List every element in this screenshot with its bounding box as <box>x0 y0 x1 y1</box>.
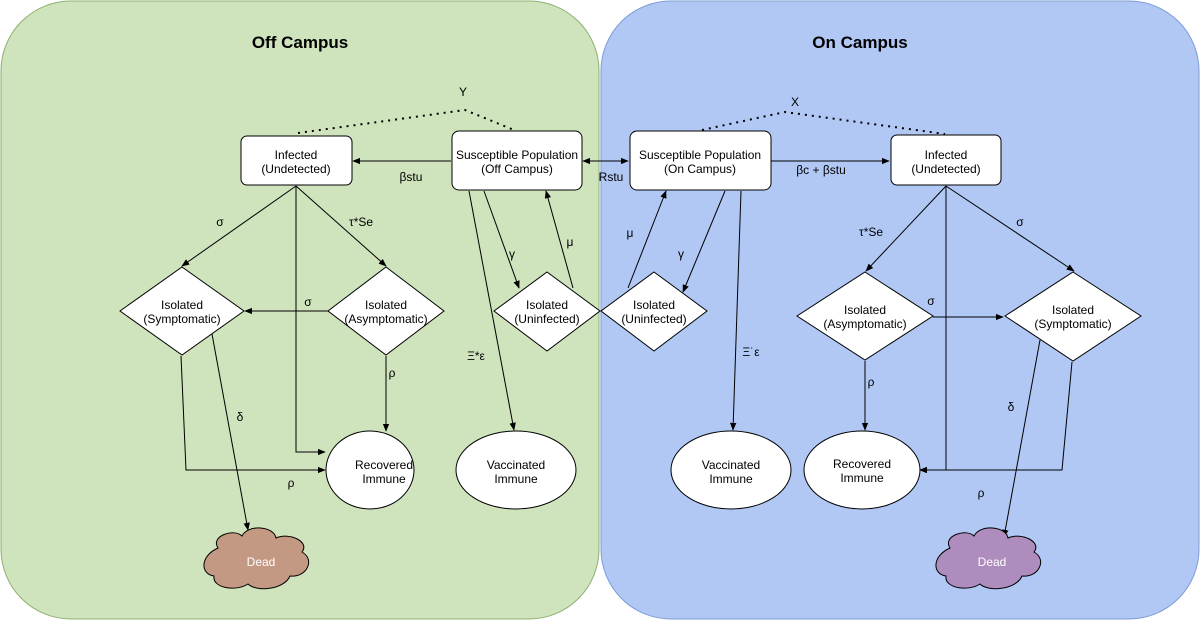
on-infected-to-symptomatic-edge <box>945 185 1075 272</box>
on-isolated-symptomatic-node <box>1004 271 1142 362</box>
off-mu-label: μ <box>567 235 574 249</box>
on-vaccinated-line2: Immune <box>709 472 753 486</box>
on-vaccinated-node <box>670 430 792 510</box>
on-tau-se-label: τ*Se <box>859 225 883 239</box>
off-isolated-asymptomatic-line1: Isolated <box>365 298 407 312</box>
on-sigma-right-label: σ <box>1016 215 1024 229</box>
off-isolated-uninfected-to-susceptible-edge <box>544 190 574 289</box>
on-dead-cloud <box>935 527 1042 590</box>
on-infected-line2: (Undetected) <box>911 162 980 176</box>
off-recovered-line2: Immune <box>362 472 406 486</box>
off-infected-node <box>240 135 353 186</box>
off-beta-label: βstu <box>400 170 423 184</box>
off-susceptible-line1: Susceptible Population <box>456 148 578 162</box>
off-isolated-uninfected-node <box>493 271 601 352</box>
on-recovered-line1: Recovered <box>833 457 891 471</box>
off-isolated-symptomatic-line1: Isolated <box>161 298 203 312</box>
off-y-label: Y <box>459 85 467 99</box>
on-delta-label: δ <box>1008 400 1015 414</box>
off-recovered-line1: Recovered <box>355 458 413 472</box>
on-vaccinated-line1: Vaccinated <box>702 458 760 472</box>
off-xi-eps-label: Ξ*ε <box>467 349 485 363</box>
on-sigma-mid-label: σ <box>927 294 935 308</box>
off-infected-to-recovered-edge <box>295 186 326 456</box>
on-campus-dotted-link <box>701 110 946 135</box>
on-susceptible-to-isolated-uninfected-edge <box>682 190 726 293</box>
off-dead-label: Dead <box>247 555 276 569</box>
on-isolated-uninfected-line1: Isolated <box>633 298 675 312</box>
on-isolated-symptomatic-line1: Isolated <box>1052 303 1094 317</box>
off-campus-title: Off Campus <box>252 33 348 52</box>
off-symptomatic-to-dead-edge <box>211 333 250 531</box>
on-isolated-asymptomatic-node <box>796 271 934 361</box>
on-gamma-label: γ <box>678 247 684 261</box>
off-infected-to-asymptomatic-edge <box>295 185 387 267</box>
off-infected-line2: (Undetected) <box>261 162 330 176</box>
off-recovered-node <box>325 430 415 510</box>
off-delta-label: δ <box>237 410 244 424</box>
on-susceptible-node <box>629 130 772 191</box>
off-rho-bottom-label: ρ <box>288 476 295 490</box>
off-isolated-uninfected-line2: (Uninfected) <box>514 312 579 326</box>
off-infected-line1: Infected <box>275 148 318 162</box>
on-isolated-uninfected-node <box>600 271 708 352</box>
on-susceptible-to-vaccinated-edge <box>730 190 742 431</box>
off-susceptible-to-vaccinated-edge <box>468 190 516 431</box>
on-x-label: X <box>791 95 799 109</box>
off-isolated-symptomatic-node <box>119 266 245 356</box>
on-beta-label: βc + βstu <box>796 163 846 177</box>
on-susceptible-line2: (On Campus) <box>664 162 736 176</box>
on-isolated-symptomatic-line2: (Symptomatic) <box>1034 317 1111 331</box>
off-isolated-uninfected-line1: Isolated <box>526 298 568 312</box>
on-isolated-uninfected-to-susceptible-edge <box>627 190 667 289</box>
on-susceptible-line1: Susceptible Population <box>639 148 761 162</box>
off-dead-cloud <box>203 527 310 590</box>
off-vaccinated-line1: Vaccinated <box>487 458 545 472</box>
off-rho-down-label: ρ <box>389 366 396 380</box>
off-susceptible-to-isolated-uninfected-edge <box>483 190 520 289</box>
off-susceptible-line2: (Off Campus) <box>481 162 553 176</box>
off-symptomatic-to-recovered-edge <box>180 355 326 474</box>
off-sigma-left-label: σ <box>216 215 224 229</box>
on-isolated-asymptomatic-line1: Isolated <box>844 303 886 317</box>
off-campus-dotted-link <box>297 108 515 134</box>
on-symptomatic-to-dead-edge <box>1002 339 1041 538</box>
on-recovered-node <box>803 430 921 510</box>
off-vaccinated-node <box>455 430 577 510</box>
off-susceptible-node <box>451 130 583 191</box>
on-xi-eps-label: Ξ˙ε <box>742 345 760 359</box>
on-dead-label: Dead <box>978 555 1007 569</box>
off-isolated-asymptomatic-node <box>327 266 445 356</box>
on-symptomatic-to-recovered-edge <box>919 361 1073 474</box>
on-rho-down-label: ρ <box>868 375 875 389</box>
on-campus-title: On Campus <box>812 33 907 52</box>
off-tau-se-label: τ*Se <box>349 215 373 229</box>
off-gamma-label: γ <box>509 247 515 261</box>
on-infected-line1: Infected <box>925 148 968 162</box>
off-vaccinated-line2: Immune <box>494 472 538 486</box>
on-recovered-line2: Immune <box>840 471 884 485</box>
off-isolated-asymptomatic-line2: (Asymptomatic) <box>344 312 427 326</box>
on-isolated-uninfected-line2: (Uninfected) <box>621 312 686 326</box>
on-isolated-asymptomatic-line2: (Asymptomatic) <box>823 317 906 331</box>
off-isolated-symptomatic-line2: (Symptomatic) <box>143 312 220 326</box>
off-infected-to-symptomatic-edge <box>181 185 297 267</box>
on-infected-to-asymptomatic-edge <box>865 185 947 272</box>
on-rho-bottom-label: ρ <box>978 486 985 500</box>
on-mu-label: μ <box>627 226 634 240</box>
on-infected-node <box>890 134 1002 186</box>
r-stu-label: Rstu <box>599 170 624 184</box>
off-sigma-mid-label: σ <box>304 295 312 309</box>
